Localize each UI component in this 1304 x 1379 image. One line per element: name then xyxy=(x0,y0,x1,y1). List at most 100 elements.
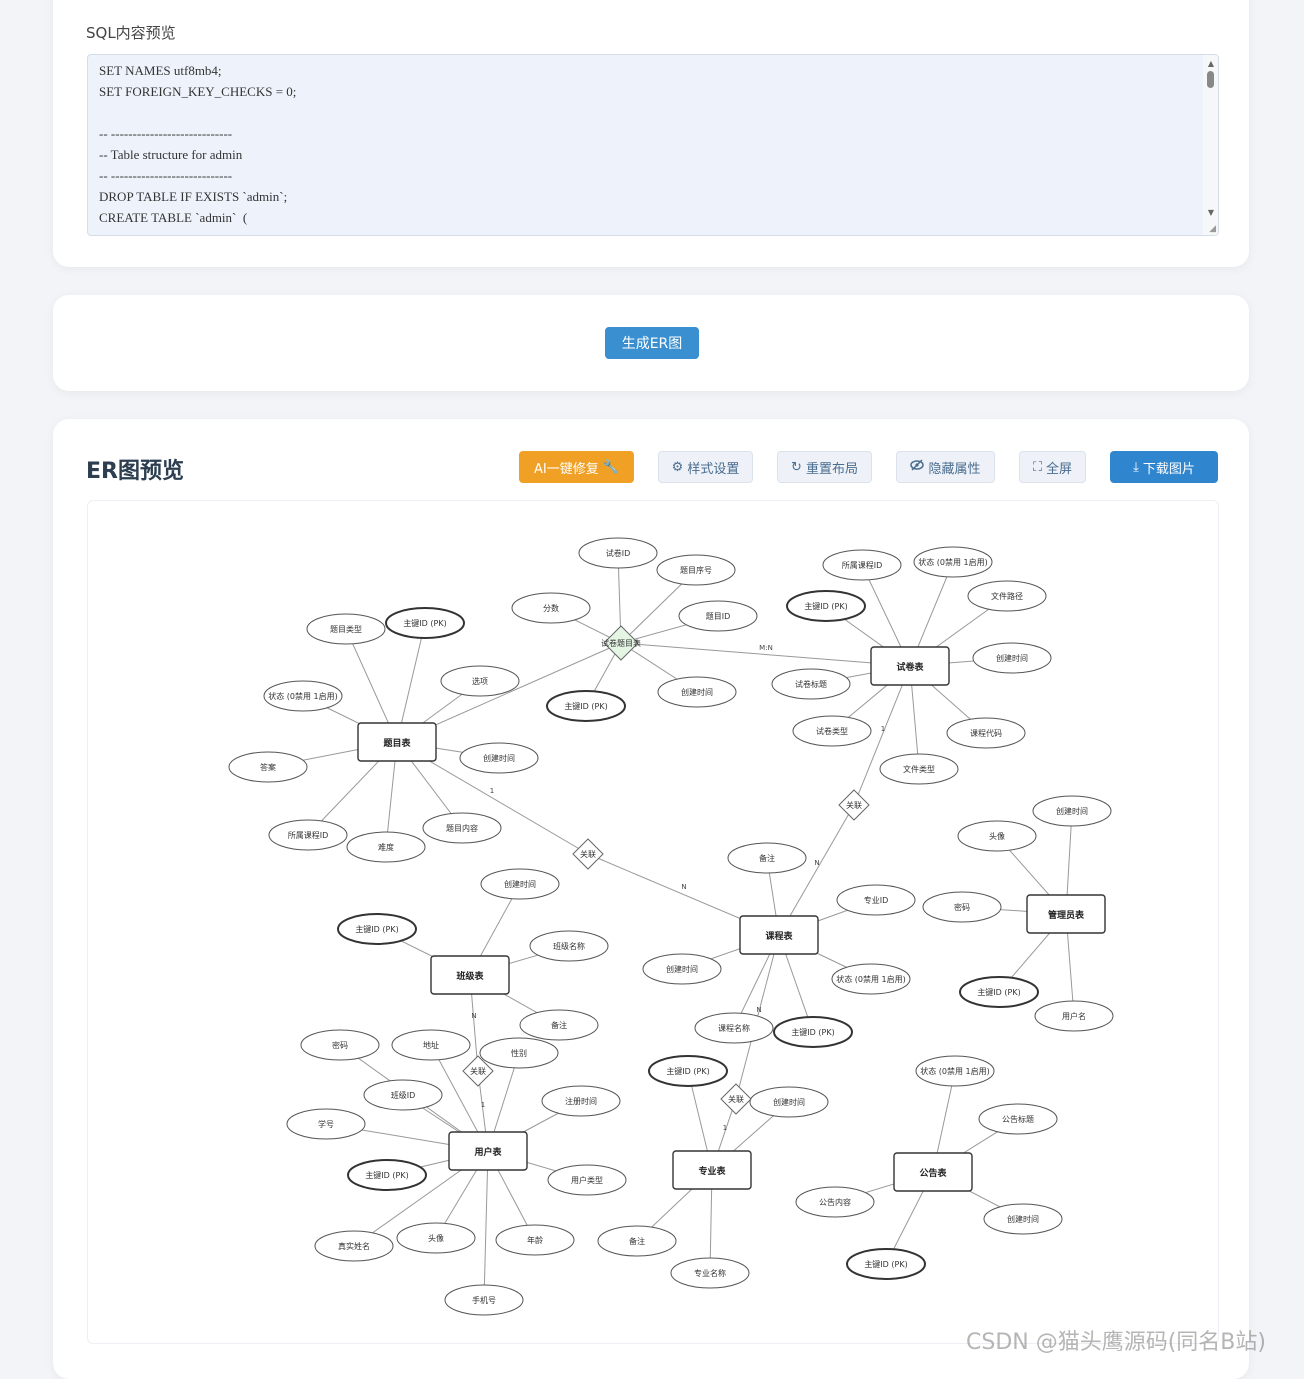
attribute-label: 班级ID xyxy=(391,1090,416,1100)
attribute-label: 班级名称 xyxy=(553,941,585,951)
attribute-ellipse xyxy=(967,580,1047,612)
cardinality-label: N xyxy=(814,859,819,867)
attribute-label: 文件类型 xyxy=(903,764,935,774)
cardinality-label: 1 xyxy=(490,787,494,795)
ai-fix-button[interactable]: AI一键修复 🔧 xyxy=(519,451,634,483)
attribute: 分数 xyxy=(511,592,591,624)
style-settings-label: 样式设置 xyxy=(687,461,740,477)
vertical-scrollbar[interactable]: ▲ ▼ xyxy=(1203,55,1218,235)
attribute: 题目类型 xyxy=(306,613,386,645)
attribute: 试卷类型 xyxy=(792,715,872,747)
resize-handle-icon[interactable]: ◢ xyxy=(1209,224,1216,234)
entity-a: 管理员表 xyxy=(1026,894,1106,934)
sql-preview-textarea[interactable]: SET NAMES utf8mb4; SET FOREIGN_KEY_CHECK… xyxy=(87,54,1219,236)
attribute-label: 备注 xyxy=(759,853,775,863)
attribute-label: 创建时间 xyxy=(1056,806,1088,816)
reset-layout-button[interactable]: ↻ 重置布局 xyxy=(777,451,872,483)
attribute: 状态 (0禁用 1启用) xyxy=(831,963,911,995)
cardinality-label: 1 xyxy=(723,1124,727,1132)
primary-key-attribute: 主键ID (PK) xyxy=(773,1016,853,1048)
attribute-ellipse xyxy=(972,642,1052,674)
attribute-ellipse xyxy=(511,592,591,624)
attribute-label: 主键ID (PK) xyxy=(666,1066,709,1076)
scroll-up-arrow-icon[interactable]: ▲ xyxy=(1207,59,1214,68)
attribute-label: 用户类型 xyxy=(571,1175,603,1185)
relationship-diamond xyxy=(572,838,604,870)
attribute-label: 主键ID (PK) xyxy=(355,924,398,934)
entity-label: 用户表 xyxy=(473,1146,502,1158)
attribute: 专业名称 xyxy=(670,1257,750,1289)
attribute-label: 状态 (0禁用 1启用) xyxy=(268,691,338,701)
download-image-button[interactable]: ⤓ 下载图片 xyxy=(1110,451,1218,483)
attribute-ellipse xyxy=(642,953,722,985)
attribute-label: 头像 xyxy=(428,1233,444,1243)
attribute-label: 手机号 xyxy=(472,1295,496,1305)
attribute-ellipse xyxy=(656,554,736,586)
attribute: 试卷ID xyxy=(578,537,658,569)
relationship-r3: 关联 xyxy=(838,789,870,821)
cardinality-label: 1 xyxy=(481,1101,485,1109)
attribute-label: 主键ID (PK) xyxy=(864,1259,907,1269)
attribute: 创建时间 xyxy=(480,868,560,900)
primary-key-attribute: 主键ID (PK) xyxy=(846,1248,926,1280)
attribute: 密码 xyxy=(300,1029,380,1061)
attribute-label: 创建时间 xyxy=(996,653,1028,663)
relationship-label: 关联 xyxy=(580,849,596,859)
hide-attributes-label: 隐藏属性 xyxy=(928,461,981,477)
entity-box xyxy=(448,1131,528,1171)
gear-icon: ⚙ xyxy=(671,459,684,475)
scrollbar-thumb[interactable] xyxy=(1207,71,1214,88)
attribute-ellipse xyxy=(459,742,539,774)
fullscreen-button[interactable]: ⛶ 全屏 xyxy=(1019,451,1086,483)
relationship-diamond xyxy=(720,1083,752,1115)
relationship-r1: 试卷题目表 xyxy=(601,625,641,661)
attribute-label: 密码 xyxy=(954,902,970,912)
attribute-ellipse xyxy=(263,680,343,712)
attribute: 手机号 xyxy=(444,1284,524,1316)
relationship-diamond xyxy=(838,789,870,821)
attribute-ellipse xyxy=(749,1086,829,1118)
attribute-label: 主键ID (PK) xyxy=(564,701,607,711)
cardinality-label: N xyxy=(681,883,686,891)
attribute-label: 用户名 xyxy=(1062,1011,1086,1021)
attribute-ellipse xyxy=(385,607,465,639)
cardinality-label: M:N xyxy=(759,644,773,652)
attribute-label: 答案 xyxy=(260,762,276,772)
attribute-label: 主键ID (PK) xyxy=(977,987,1020,997)
attribute: 班级ID xyxy=(363,1079,443,1111)
wrench-icon: 🔧 xyxy=(602,459,619,475)
attribute-label: 主键ID (PK) xyxy=(365,1170,408,1180)
attribute-label: 年龄 xyxy=(527,1235,543,1245)
attribute-ellipse xyxy=(286,1108,366,1140)
attribute: 课程代码 xyxy=(946,717,1026,749)
attribute-label: 密码 xyxy=(332,1040,348,1050)
relationship-label: 试卷题目表 xyxy=(601,638,641,648)
attribute-ellipse xyxy=(578,537,658,569)
attribute-ellipse xyxy=(268,819,348,851)
attribute-ellipse xyxy=(836,884,916,916)
generate-er-button[interactable]: 生成ER图 xyxy=(605,327,699,359)
cardinality-label: N xyxy=(471,1012,476,1020)
style-settings-button[interactable]: ⚙ 样式设置 xyxy=(658,451,753,483)
primary-key-attribute: 主键ID (PK) xyxy=(786,590,866,622)
attribute-ellipse xyxy=(479,1037,559,1069)
attribute-ellipse xyxy=(786,590,866,622)
entity-u: 用户表 xyxy=(448,1131,528,1171)
entity-box xyxy=(430,955,510,995)
generate-card: 生成ER图 xyxy=(53,295,1249,391)
hide-attributes-button[interactable]: 隐藏属性 xyxy=(896,451,995,483)
attribute-ellipse xyxy=(879,753,959,785)
entity-box xyxy=(893,1152,973,1192)
scroll-down-arrow-icon[interactable]: ▼ xyxy=(1207,208,1214,217)
er-preview-card: ER图预览 AI一键修复 🔧 ⚙ 样式设置 ↻ 重置布局 隐藏属性 ⛶ 全屏 ⤓… xyxy=(53,419,1249,1379)
attribute: 班级名称 xyxy=(529,930,609,962)
attribute-label: 选项 xyxy=(472,676,488,686)
attribute-label: 创建时间 xyxy=(666,964,698,974)
sql-line: -- ---------------------------- xyxy=(99,126,233,141)
entity-label: 公告表 xyxy=(919,1167,947,1179)
attribute-label: 真实姓名 xyxy=(338,1241,370,1251)
entity-box xyxy=(357,722,437,762)
attribute-ellipse xyxy=(913,546,993,578)
